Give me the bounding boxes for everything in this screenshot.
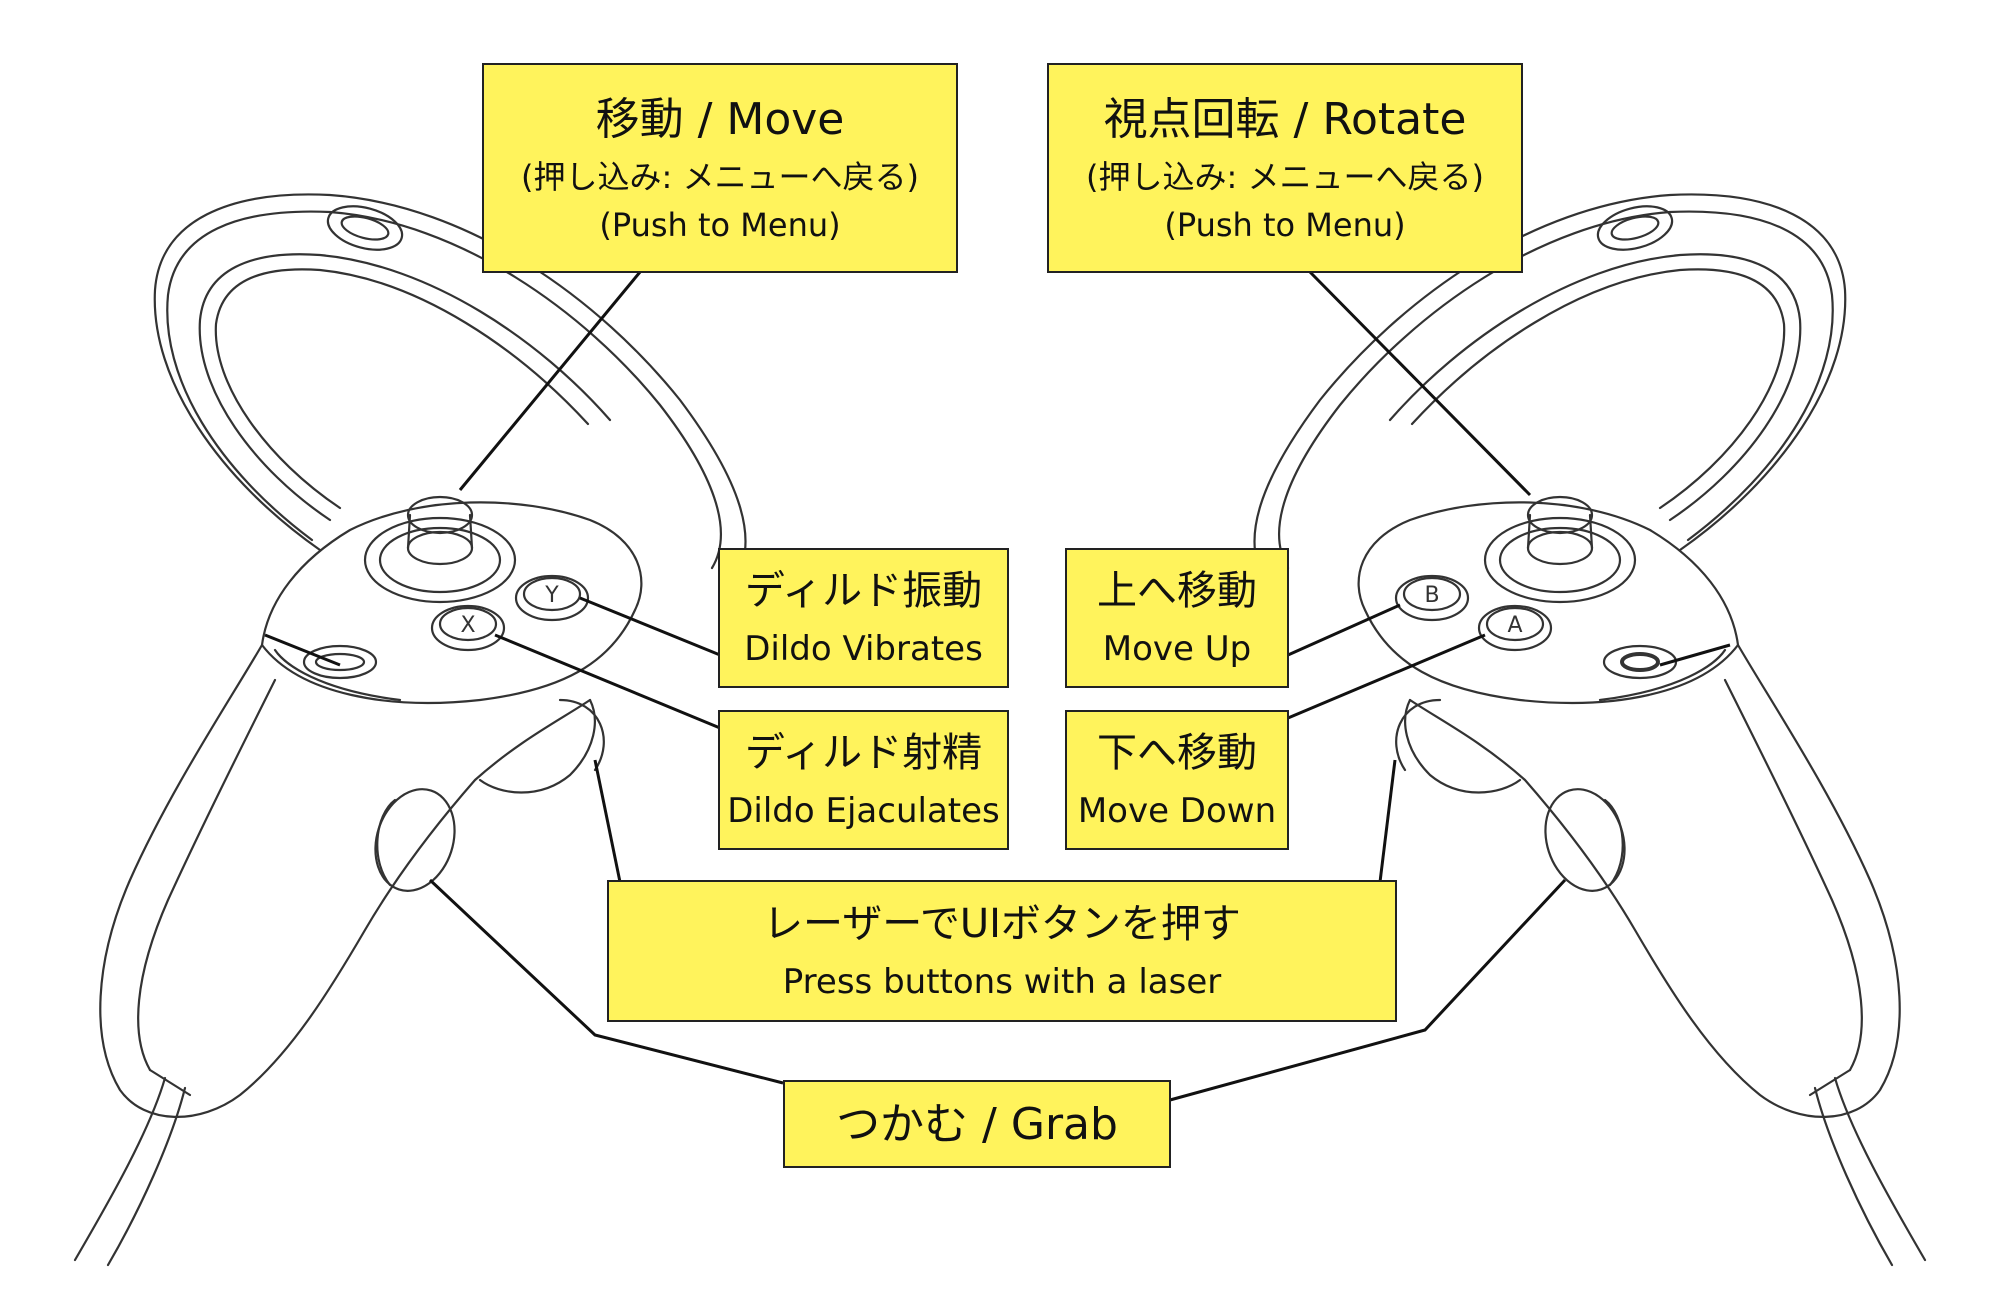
label-laser-ja: レーザーでUIボタンを押す <box>763 900 1241 947</box>
leader-rotate <box>1308 270 1532 497</box>
label-move-down: 下へ移動 Move Down <box>1065 710 1289 850</box>
label-grab-title: つかむ / Grab <box>836 1098 1118 1150</box>
left-button-x <box>430 604 506 652</box>
label-dildo-ejaculates: ディルド射精 Dildo Ejaculates <box>718 710 1009 850</box>
leader-right-oculus <box>1659 643 1731 667</box>
label-move-down-ja: 下へ移動 <box>1097 729 1257 776</box>
right-tracking-ring <box>1253 193 1847 582</box>
right-cable <box>1833 1076 1927 1262</box>
left-faceplate <box>260 501 643 705</box>
right-button-b <box>1394 574 1470 622</box>
label-rotate: 視点回転 / Rotate (押し込み: メニューへ戻る) (Push to M… <box>1047 63 1523 273</box>
label-move-up: 上へ移動 Move Up <box>1065 548 1289 688</box>
leader-dildo-ejaculates <box>494 633 721 730</box>
label-dildo-vibrates-en: Dildo Vibrates <box>744 628 983 669</box>
label-move-up-ja: 上へ移動 <box>1097 567 1257 614</box>
left-menu-button <box>302 644 378 680</box>
label-move-up-en: Move Up <box>1102 628 1252 669</box>
right-thumbstick <box>1483 495 1637 604</box>
label-dildo-vibrates: ディルド振動 Dildo Vibrates <box>718 548 1009 688</box>
left-tracking-ring <box>153 193 747 582</box>
label-laser: レーザーでUIボタンを押す Press buttons with a laser <box>607 880 1397 1022</box>
left-button-y-glyph: Y <box>544 583 559 608</box>
label-rotate-title: 視点回転 / Rotate <box>1103 93 1467 145</box>
label-move-title: 移動 / Move <box>595 93 845 145</box>
leader-left-menu <box>264 633 341 667</box>
label-move-sub-ja: (押し込み: メニューへ戻る) <box>521 157 919 196</box>
leader-move-up <box>1287 603 1401 657</box>
label-move: 移動 / Move (押し込み: メニューへ戻る) (Push to Menu) <box>482 63 958 273</box>
leader-grab <box>428 878 784 1085</box>
label-rotate-sub-ja: (押し込み: メニューへ戻る) <box>1086 157 1484 196</box>
label-dildo-vibrates-ja: ディルド振動 <box>744 567 983 614</box>
label-move-down-en: Move Down <box>1077 790 1277 831</box>
leader-move-down <box>1287 633 1486 720</box>
left-button-y <box>514 574 590 622</box>
left-controller <box>73 193 747 1267</box>
right-button-a <box>1477 604 1553 652</box>
right-oculus-button <box>1602 644 1678 680</box>
left-grip <box>99 643 592 1118</box>
right-button-a-glyph: A <box>1507 613 1522 638</box>
right-button-b-glyph: B <box>1424 583 1439 608</box>
left-thumbstick <box>363 495 517 604</box>
leader-dildo-vibrates <box>579 596 721 657</box>
right-ring-sensor <box>1596 205 1674 251</box>
leader-laser <box>593 759 622 883</box>
label-move-sub-en: (Push to Menu) <box>599 205 841 244</box>
right-faceplate <box>1357 501 1740 705</box>
label-dildo-ejaculates-en: Dildo Ejaculates <box>727 790 1000 831</box>
left-ring-sensor <box>326 205 404 251</box>
left-button-x-glyph: X <box>460 613 475 638</box>
right-controller <box>1253 193 1927 1267</box>
label-grab: つかむ / Grab <box>783 1080 1171 1168</box>
label-laser-en: Press buttons with a laser <box>782 961 1222 1002</box>
right-grip <box>1408 643 1901 1118</box>
label-dildo-ejaculates-ja: ディルド射精 <box>744 729 983 776</box>
label-rotate-sub-en: (Push to Menu) <box>1164 205 1406 244</box>
leader-move <box>458 271 642 491</box>
left-cable <box>73 1076 167 1262</box>
